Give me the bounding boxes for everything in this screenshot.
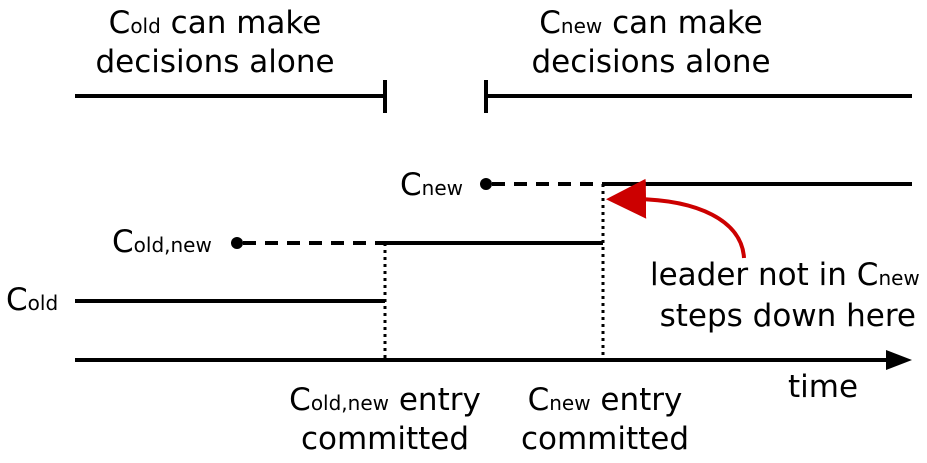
annotation-line1: leader not in Cnew [650, 257, 920, 293]
c-new-start-dot-icon [480, 178, 492, 190]
old-new-entry-committed-label: Cold,new entry committed [280, 385, 490, 455]
time-axis-label: time [788, 369, 859, 405]
leader-steps-down-annotation: leader not in Cnew steps down here [650, 257, 920, 334]
new-entry-label-line1: Cnew entry [527, 382, 683, 418]
c-old-new-start-dot-icon [231, 237, 243, 249]
c-old-label: Cold [6, 282, 59, 318]
new-alone-label: Cnew can make decisions alone [510, 8, 792, 78]
new-alone-label-line2: decisions alone [531, 44, 771, 80]
new-alone-label-line1: Cnew can make [539, 5, 763, 41]
annotation-line2: steps down here [659, 298, 916, 334]
new-entry-label-line2: committed [520, 421, 690, 457]
old-alone-label-line1: Cold can make [108, 5, 322, 41]
new-entry-committed-label: Cnew entry committed [515, 385, 695, 455]
c-old-new-label: Cold,new [112, 224, 212, 260]
c-new-label: Cnew [400, 167, 463, 203]
annotation-curved-arrow-icon [606, 178, 746, 259]
time-axis-arrowhead-icon [886, 350, 912, 370]
old-alone-label: Cold can make decisions alone [80, 8, 350, 78]
old-alone-label-line2: decisions alone [95, 44, 335, 80]
old-new-entry-label-line2: committed [300, 421, 470, 457]
old-new-entry-label-line1: Cold,new entry [289, 382, 481, 418]
